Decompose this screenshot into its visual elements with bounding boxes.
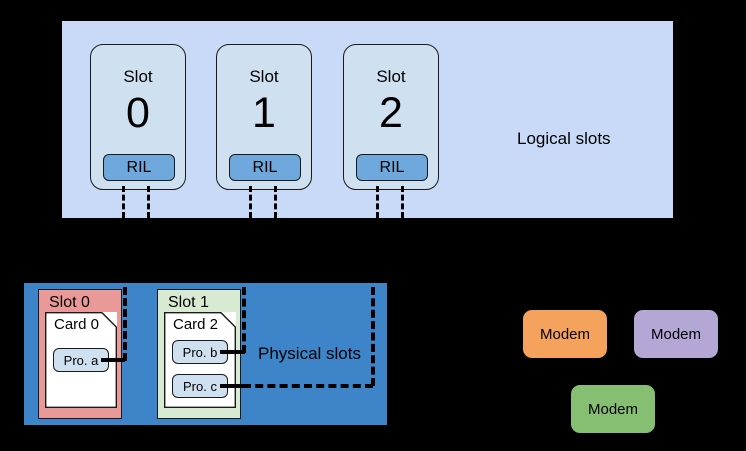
modem-green[interactable]: Modem bbox=[571, 385, 655, 433]
ril-2-connector-right bbox=[401, 186, 404, 218]
logical-slot-1-number: 1 bbox=[252, 89, 276, 137]
ril-2-connector-left bbox=[376, 186, 379, 218]
ril-box-0[interactable]: RIL bbox=[103, 154, 175, 181]
physical-bus-right bbox=[371, 287, 375, 386]
physical-bus-slot-1 bbox=[242, 287, 246, 353]
sim-card-2-title: Card 2 bbox=[173, 316, 219, 333]
pro-a-connector bbox=[101, 358, 125, 362]
ril-1-connector-right bbox=[274, 186, 277, 218]
ril-box-1[interactable]: RIL bbox=[229, 154, 301, 181]
physical-bus-slot-0 bbox=[123, 287, 127, 361]
sim-card-0-title: Card 0 bbox=[54, 316, 100, 333]
logical-slot-1-word: Slot bbox=[249, 67, 279, 86]
sim-card-2[interactable]: Card 2 Pro. b Pro. c bbox=[164, 312, 236, 408]
modem-purple[interactable]: Modem bbox=[634, 310, 718, 358]
ril-box-2[interactable]: RIL bbox=[356, 154, 428, 181]
logical-slot-0-number: 0 bbox=[126, 89, 150, 137]
logical-slot-0-word: Slot bbox=[123, 67, 153, 86]
logical-slot-1[interactable]: Slot 1 RIL bbox=[216, 44, 312, 190]
physical-slots-label: Physical slots bbox=[258, 344, 361, 363]
logical-slot-2-word: Slot bbox=[376, 67, 406, 86]
processor-pro-c[interactable]: Pro. c bbox=[172, 374, 228, 398]
physical-slot-0-title: Slot 0 bbox=[49, 294, 90, 311]
ril-0-connector-left bbox=[122, 186, 125, 218]
logical-slot-2[interactable]: Slot 2 RIL bbox=[343, 44, 439, 190]
logical-slot-2-number: 2 bbox=[379, 89, 403, 137]
logical-slot-0[interactable]: Slot 0 RIL bbox=[90, 44, 186, 190]
modem-orange[interactable]: Modem bbox=[523, 310, 607, 358]
physical-bus-bottom bbox=[243, 384, 373, 388]
physical-slot-1-title: Slot 1 bbox=[168, 294, 209, 311]
ril-0-connector-right bbox=[147, 186, 150, 218]
processor-pro-b[interactable]: Pro. b bbox=[172, 340, 228, 364]
pro-b-connector bbox=[220, 350, 245, 354]
pro-c-connector bbox=[220, 384, 245, 388]
ril-1-connector-left bbox=[249, 186, 252, 218]
logical-slots-label: Logical slots bbox=[517, 129, 611, 148]
